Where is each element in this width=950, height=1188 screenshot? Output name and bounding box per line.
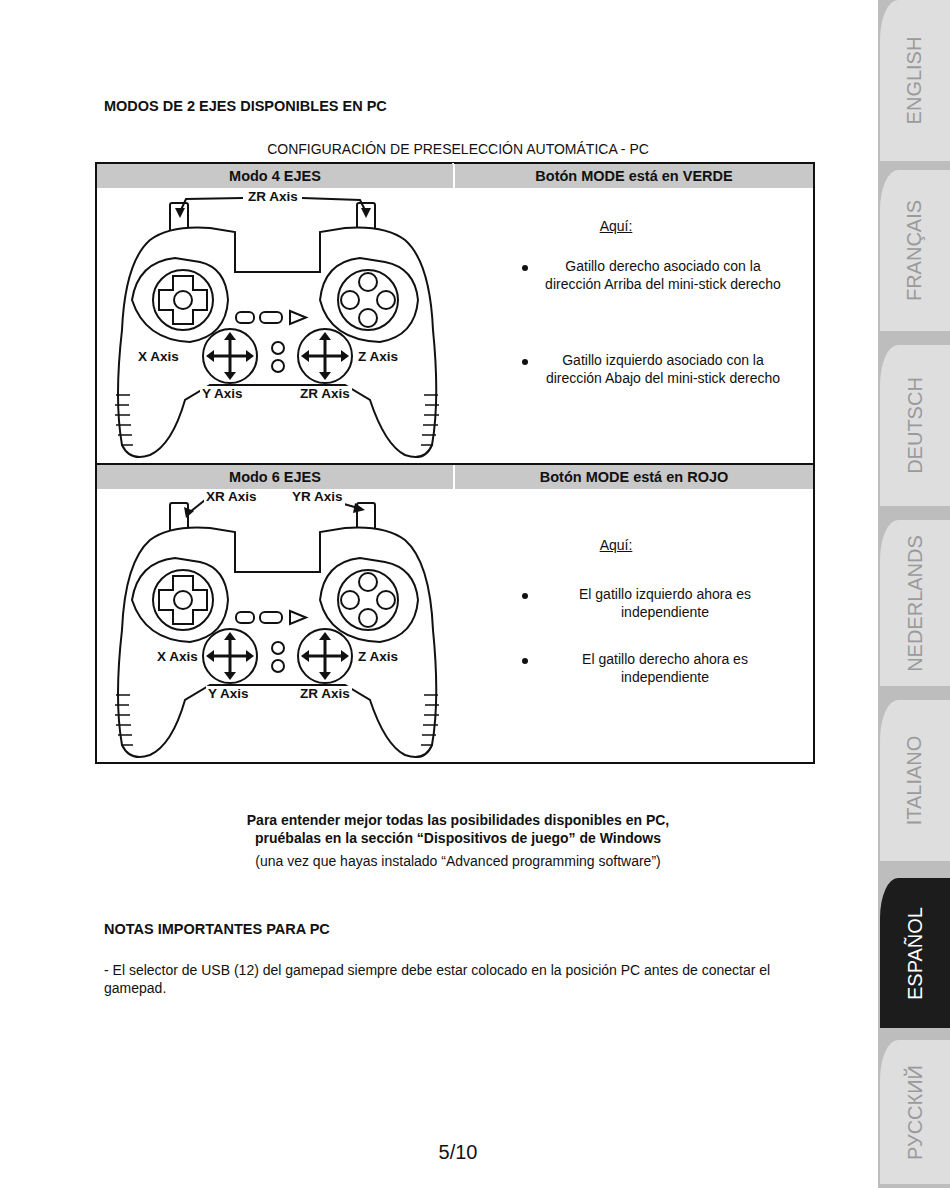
header-text: Modo 4 EJES xyxy=(229,168,321,184)
axis-label: X Axis xyxy=(155,649,200,666)
language-tab-label: ESPAÑOL xyxy=(904,907,927,1000)
gamepad-6-axes xyxy=(115,500,439,757)
table-header-cell: Modo 4 EJES xyxy=(97,164,453,188)
axis-label: ZR Axis xyxy=(246,189,300,206)
language-tab-label: NEDERLANDS xyxy=(904,535,927,672)
tab-strip xyxy=(878,0,950,1188)
axis-label: XR Axis xyxy=(204,489,259,506)
table-header-cell: Botón MODE está en VERDE xyxy=(455,164,813,188)
language-tab: РУССКИЙ xyxy=(880,1040,950,1184)
header-text: Modo 6 EJES xyxy=(229,469,321,485)
language-tab-label: ENGLISH xyxy=(904,37,927,125)
section-heading: NOTAS IMPORTANTES PARA PC xyxy=(104,920,330,938)
table-frame xyxy=(96,163,814,763)
gamepad-4-axes xyxy=(115,198,439,457)
bullet-note: El gatillo izquierdo ahora es independie… xyxy=(555,586,775,621)
bullet-note: El gatillo derecho ahora es independient… xyxy=(555,651,775,686)
page-number: 5/10 xyxy=(398,1140,518,1165)
note-heading: Aquí: xyxy=(556,218,676,236)
language-tab: ENGLISH xyxy=(880,0,950,161)
axis-label: YR Axis xyxy=(290,489,345,506)
header-text: Botón MODE está en ROJO xyxy=(540,469,729,485)
section-heading: MODOS DE 2 EJES DISPONIBLES EN PC xyxy=(104,97,387,115)
axis-label: Z Axis xyxy=(356,349,400,366)
language-tab: ITALIANO xyxy=(880,700,950,861)
language-tab: ESPAÑOL xyxy=(880,878,950,1028)
language-tab-label: ITALIANO xyxy=(904,736,927,826)
header-text: Botón MODE está en VERDE xyxy=(535,168,732,184)
axis-label: Y Axis xyxy=(200,386,245,403)
table-caption: CONFIGURACIÓN DE PRESELECCIÓN AUTOMÁTICA… xyxy=(208,141,708,159)
language-tab: NEDERLANDS xyxy=(880,520,950,686)
bullet-note: Gatillo derecho asociado con la direcció… xyxy=(543,258,783,293)
table-header-cell: Botón MODE está en ROJO xyxy=(455,465,813,489)
note-text: - El selector de USB (12) del gamepad si… xyxy=(104,962,824,997)
language-tab-label: DEUTSCH xyxy=(904,377,927,474)
axis-label: Z Axis xyxy=(356,649,400,666)
table-header-cell: Modo 6 EJES xyxy=(97,465,453,489)
axis-label: X Axis xyxy=(136,349,181,366)
axis-label: ZR Axis xyxy=(298,686,352,703)
language-tab-label: РУССКИЙ xyxy=(904,1065,927,1160)
hint-text: Para entender mejor todas las posibilida… xyxy=(218,812,698,847)
axis-label: Y Axis xyxy=(206,686,251,703)
language-tab: FRANÇAIS xyxy=(880,170,950,331)
language-tab-label: FRANÇAIS xyxy=(904,200,927,301)
axis-label: ZR Axis xyxy=(298,386,352,403)
hint-text: (una vez que hayas instalado “Advanced p… xyxy=(198,853,718,871)
note-heading: Aquí: xyxy=(556,537,676,555)
bullet-note: Gatillo izquierdo asociado con la direcc… xyxy=(543,352,783,387)
language-tab: DEUTSCH xyxy=(880,345,950,506)
